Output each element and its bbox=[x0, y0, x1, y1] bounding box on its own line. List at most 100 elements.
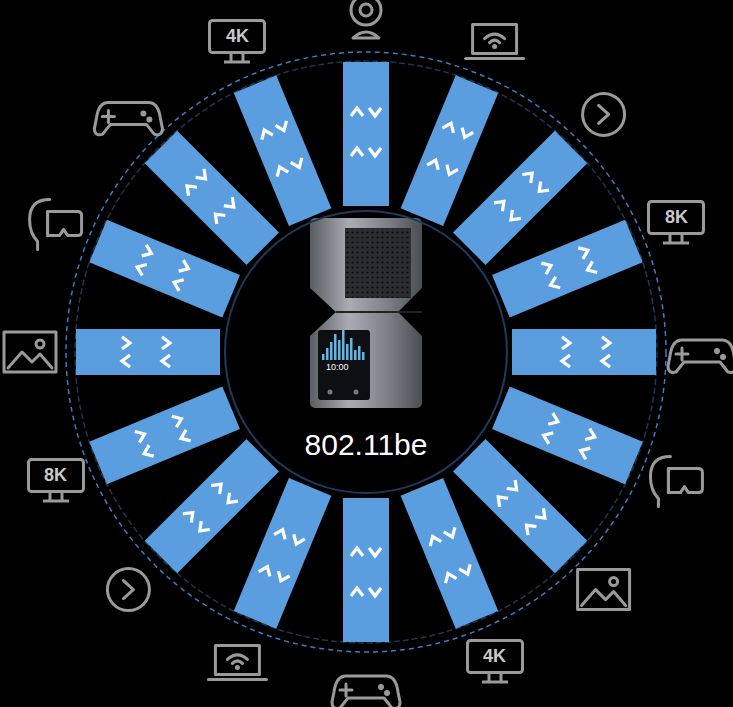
chevron bbox=[135, 261, 147, 275]
equalizer-bar bbox=[338, 340, 341, 360]
chevron bbox=[548, 277, 560, 291]
chevron bbox=[172, 413, 184, 427]
stream-band bbox=[343, 62, 389, 206]
play-icon-stroke bbox=[599, 105, 609, 123]
laptop-icon-stroke bbox=[494, 46, 496, 48]
display-clock: 10:00 bbox=[326, 362, 349, 372]
resolution-label: 8K bbox=[27, 458, 85, 492]
router-display bbox=[318, 330, 370, 400]
chevron bbox=[444, 165, 458, 177]
resolution-label: 4K bbox=[466, 639, 524, 673]
inner-dashed-ring bbox=[75, 61, 657, 643]
gamepad-icon-stroke bbox=[340, 684, 352, 696]
band-fill bbox=[343, 62, 389, 206]
band-fill bbox=[76, 329, 220, 375]
chevron bbox=[522, 521, 536, 535]
chevron bbox=[369, 588, 381, 596]
webcam-icon-stroke bbox=[351, 0, 381, 25]
vr-icon-stroke bbox=[650, 457, 670, 507]
chevron bbox=[224, 493, 238, 507]
play-icon bbox=[583, 93, 625, 135]
monitor-icon: 8K bbox=[27, 458, 85, 504]
monitor-icon: 8K bbox=[647, 200, 705, 246]
resolution-label: 4K bbox=[208, 19, 266, 53]
band-group bbox=[76, 62, 656, 642]
chevron bbox=[535, 508, 549, 522]
band-fill bbox=[512, 329, 656, 375]
gamepad-icon bbox=[668, 340, 733, 372]
gamepad-icon bbox=[94, 102, 162, 134]
gamepad-icon-stroke bbox=[380, 686, 383, 689]
play-icon bbox=[107, 569, 149, 611]
webcam-icon-stroke bbox=[360, 4, 372, 16]
webcam-icon-stroke bbox=[353, 32, 379, 38]
router-notch bbox=[310, 288, 336, 336]
chevron bbox=[459, 128, 473, 140]
chevron bbox=[494, 197, 508, 211]
vr-icon-stroke bbox=[48, 211, 82, 235]
gamepad-icon-stroke bbox=[676, 348, 688, 360]
chevron bbox=[162, 337, 170, 349]
laptop-icon-stroke bbox=[215, 645, 259, 674]
chevron bbox=[494, 493, 508, 507]
chevron bbox=[196, 169, 210, 183]
stream-band bbox=[512, 329, 656, 375]
stream-band bbox=[401, 478, 499, 629]
equalizer-bar bbox=[322, 354, 325, 360]
chevron bbox=[291, 534, 305, 546]
standard-label: 802.11be bbox=[305, 428, 428, 462]
chevron bbox=[548, 413, 560, 427]
monitor-icon: 4K bbox=[208, 19, 266, 65]
gamepad-icon-stroke bbox=[142, 112, 145, 115]
equalizer-bar bbox=[326, 348, 329, 360]
chevron bbox=[507, 480, 521, 494]
band-fill bbox=[234, 75, 332, 226]
chevron bbox=[507, 210, 521, 224]
router-body bbox=[310, 218, 422, 408]
chevron bbox=[259, 128, 273, 140]
stream-band bbox=[343, 498, 389, 642]
laptop-icon-stroke bbox=[490, 40, 500, 43]
image-icon-stroke bbox=[36, 340, 44, 348]
stream-band bbox=[89, 387, 240, 485]
webcam-icon bbox=[351, 0, 381, 38]
play-icon-stroke bbox=[107, 569, 149, 611]
chevron bbox=[183, 182, 197, 196]
chevron bbox=[351, 588, 363, 596]
gamepad-icon bbox=[332, 676, 400, 707]
equalizer-bar bbox=[334, 334, 337, 360]
chevron bbox=[162, 355, 170, 367]
router-seam bbox=[336, 311, 422, 313]
chevron bbox=[369, 108, 381, 116]
laptop-icon bbox=[466, 25, 524, 59]
laptop-icon-stroke bbox=[208, 678, 266, 681]
vr-icon-stroke bbox=[30, 199, 50, 249]
chevron bbox=[291, 158, 305, 170]
chevron bbox=[562, 337, 570, 349]
chevron bbox=[224, 197, 238, 211]
monitor-stand bbox=[43, 492, 69, 501]
gamepad-icon-stroke bbox=[722, 356, 725, 359]
chevron bbox=[259, 564, 273, 576]
hub-circle: 802.11be bbox=[224, 210, 508, 494]
chevron bbox=[541, 260, 553, 274]
chevron bbox=[578, 245, 590, 259]
gamepad-icon-stroke bbox=[102, 110, 114, 122]
router-button bbox=[354, 390, 359, 395]
chevron bbox=[179, 260, 191, 274]
laptop-icon-stroke bbox=[485, 34, 505, 39]
equalizer-bar bbox=[350, 338, 353, 360]
chevron bbox=[351, 108, 363, 116]
equalizer-bar bbox=[330, 342, 333, 360]
chevron bbox=[427, 158, 441, 170]
image-icon bbox=[578, 570, 630, 610]
image-icon-stroke bbox=[582, 590, 626, 606]
chevron bbox=[442, 121, 456, 133]
gamepad-icon-stroke bbox=[148, 118, 151, 121]
laptop-icon-stroke bbox=[466, 57, 524, 60]
router-button bbox=[328, 390, 333, 395]
stream-band bbox=[492, 220, 643, 318]
gamepad-icon-stroke bbox=[716, 350, 719, 353]
chevron bbox=[142, 245, 154, 259]
